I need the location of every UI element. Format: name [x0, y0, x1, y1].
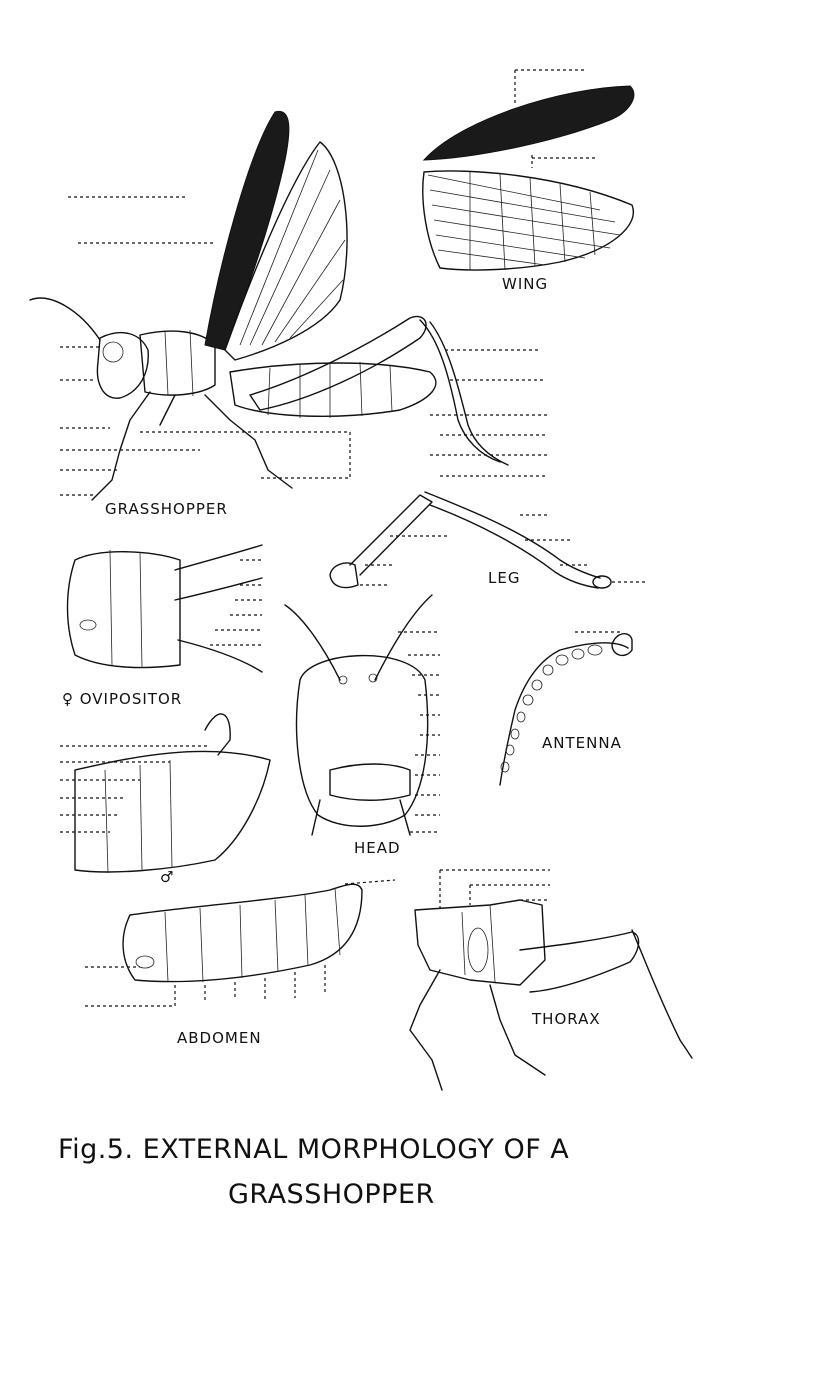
abdomen-label: ABDOMEN: [177, 1029, 262, 1047]
wing-label: WING: [502, 275, 548, 293]
male-label: ♂: [160, 868, 174, 886]
head-label: HEAD: [354, 839, 401, 857]
grasshopper-label: GRASSHOPPER: [105, 500, 228, 518]
ovipositor-label: ♀ OVIPOSITOR: [62, 690, 182, 708]
grasshopper-drawing: [29, 110, 548, 501]
male-abdomen-tip-drawing: [60, 713, 271, 874]
thorax-drawing: [409, 869, 693, 1091]
leg-drawing: [329, 491, 645, 589]
leg-label: LEG: [488, 569, 520, 587]
head-drawing: [284, 594, 440, 836]
ovipositor-drawing: [66, 544, 263, 673]
antenna-drawing: [499, 631, 633, 786]
wing-drawing: [422, 69, 635, 271]
thorax-label: THORAX: [531, 1010, 601, 1028]
abdomen-drawing: [85, 879, 396, 1007]
antenna-label: ANTENNA: [542, 734, 622, 752]
caption-line-2: GRASSHOPPER: [228, 1179, 435, 1210]
caption-line-1: Fig.5. EXTERNAL MORPHOLOGY OF A: [58, 1134, 569, 1165]
